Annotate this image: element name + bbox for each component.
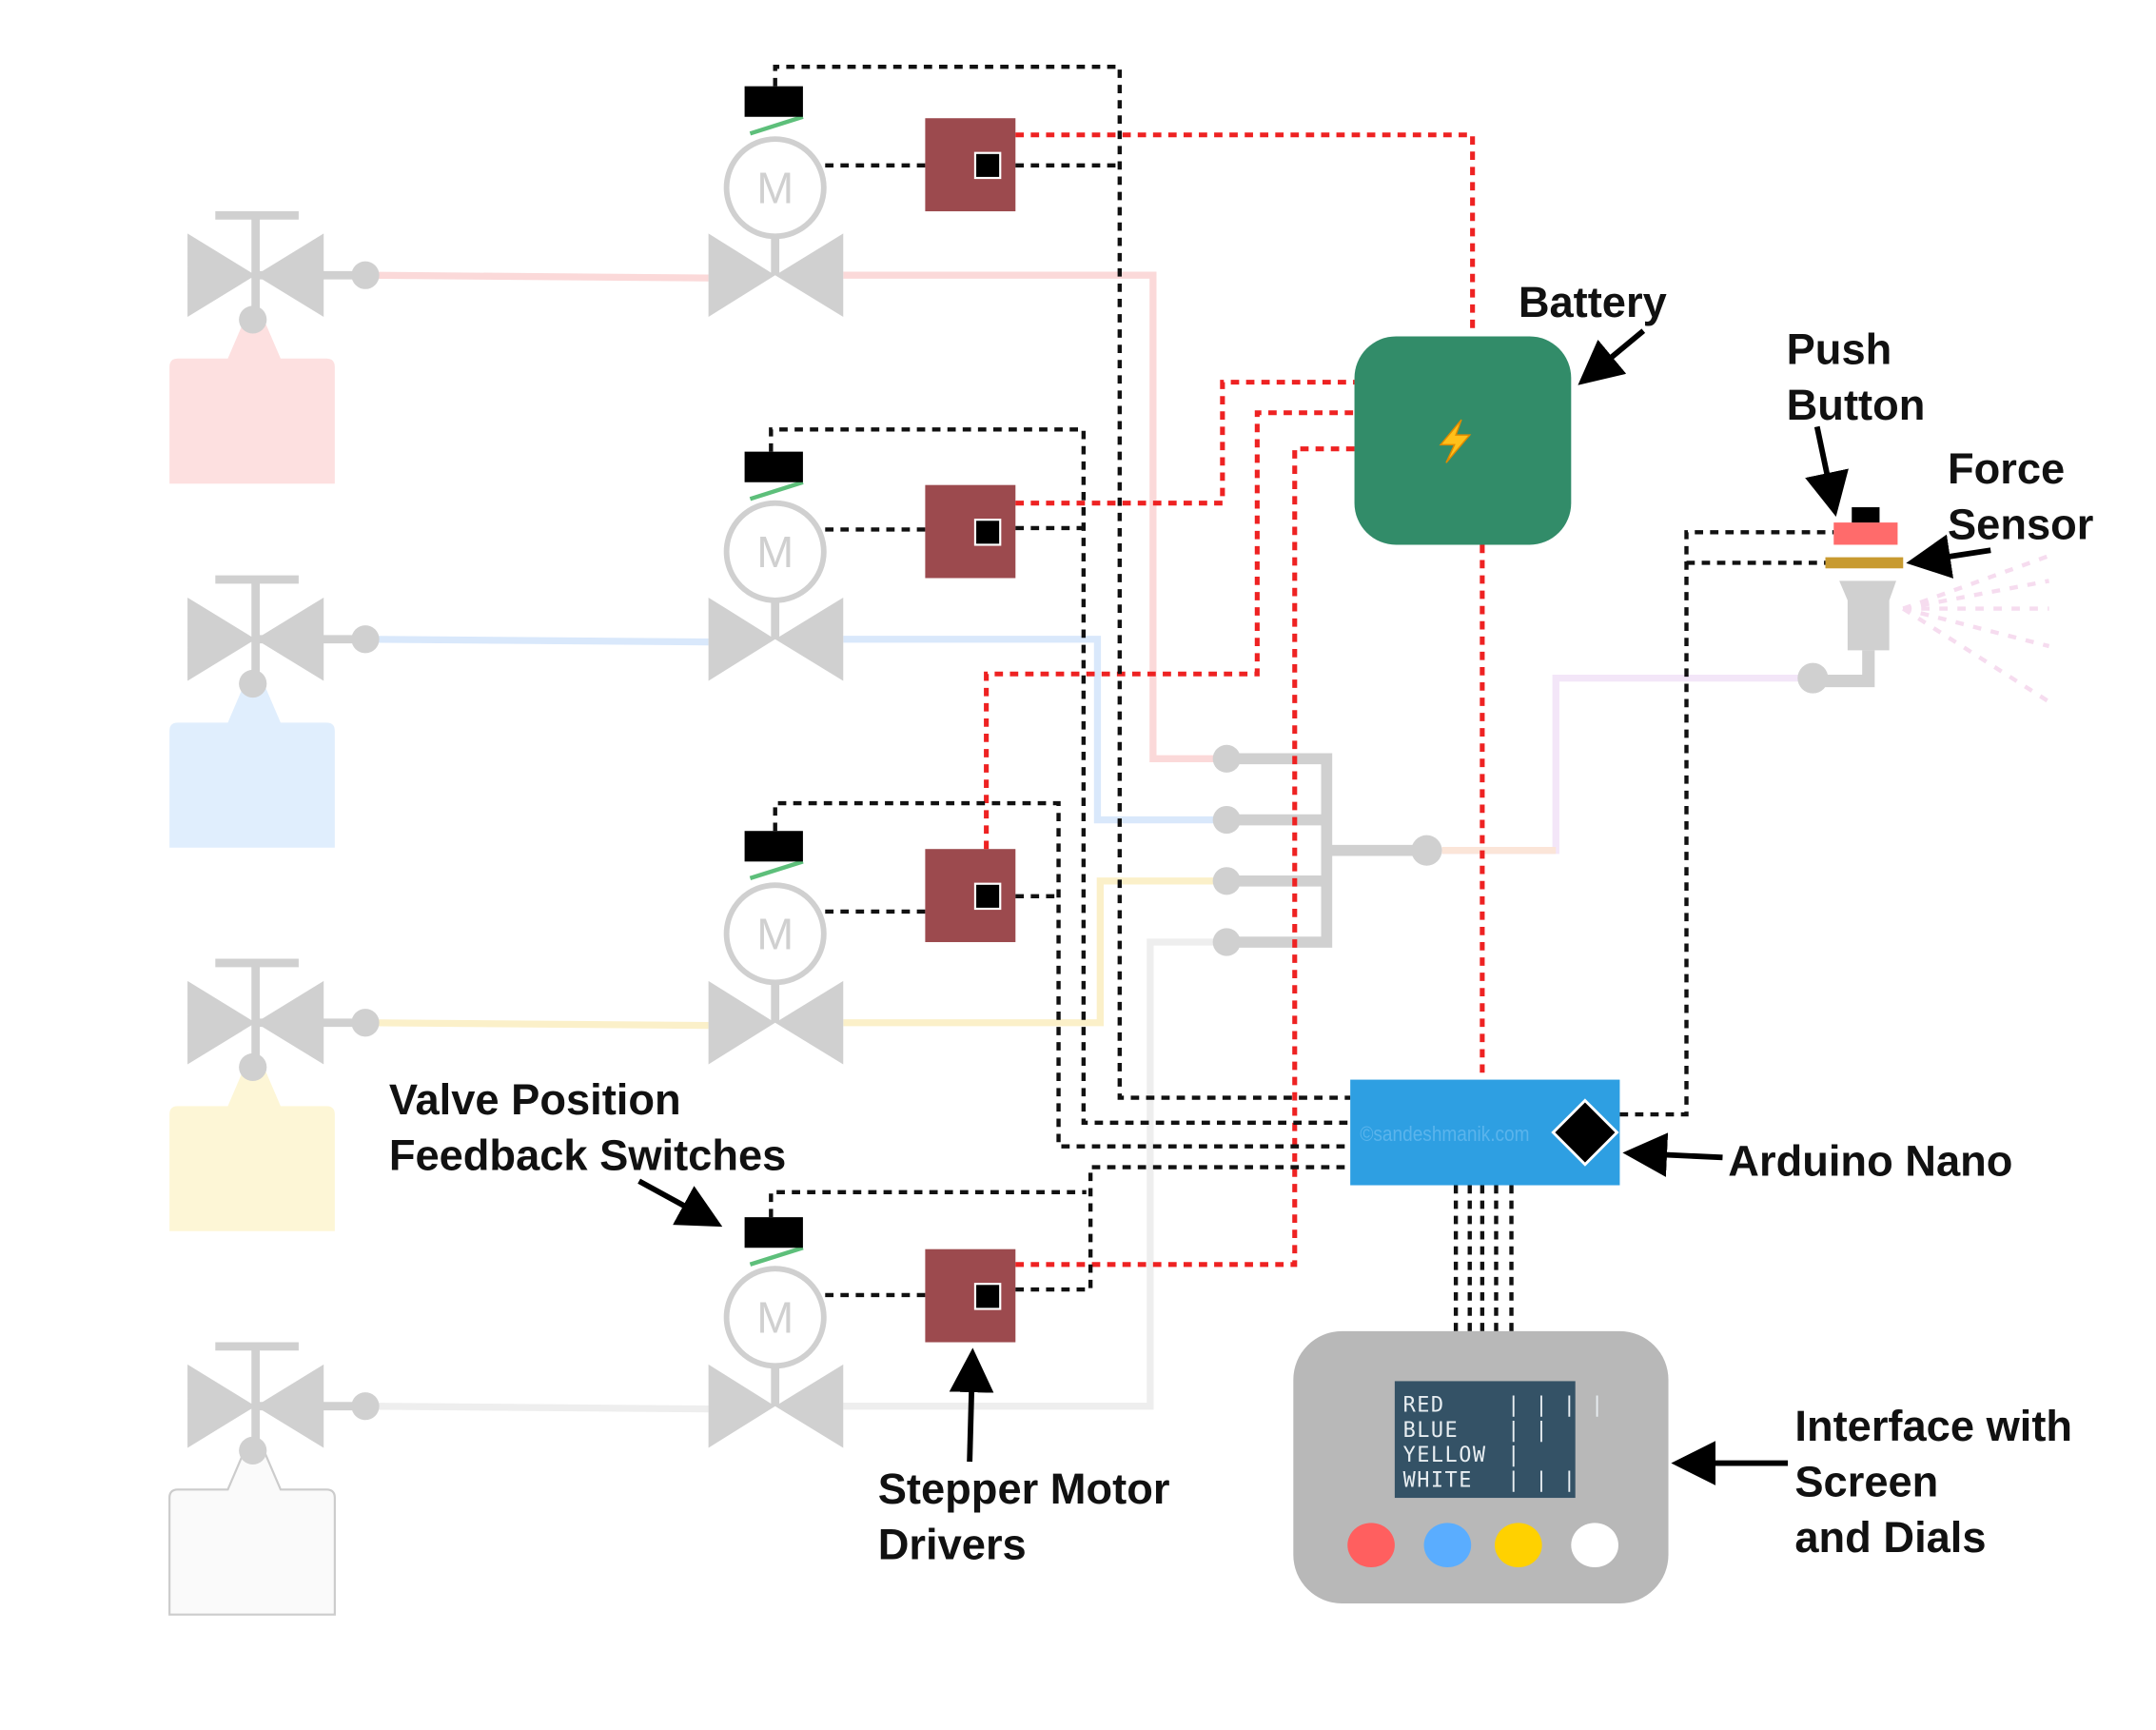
- valve-row-white: M: [168, 938, 1227, 1616]
- stepper-driver: [925, 1248, 1016, 1343]
- pipe: [843, 271, 1227, 762]
- signal-wires: [769, 65, 1834, 1331]
- interface-panel: RED| | | | BLUE| | YELLOW| WHITE| | |: [1293, 1330, 1669, 1604]
- power-wires: [984, 132, 1485, 1268]
- push-button[interactable]: [1833, 522, 1898, 545]
- manifold: [1212, 744, 1442, 956]
- pipe: [364, 1403, 709, 1413]
- pipe: [364, 636, 709, 646]
- stepper-motor: [723, 882, 827, 986]
- motor-label: M: [756, 1292, 794, 1342]
- screen-row-yellow: YELLOW|: [1403, 1444, 1521, 1467]
- battery: [1354, 336, 1572, 545]
- force-sensor: [1825, 557, 1904, 569]
- motor-label: M: [756, 163, 794, 212]
- feedback-switch: [744, 451, 803, 482]
- tank-blue: [169, 683, 335, 848]
- lcd-screen: [1394, 1381, 1576, 1499]
- screen-row-red: RED| | | |: [1403, 1394, 1605, 1418]
- feedback-switch: [744, 1217, 803, 1248]
- motor-label: M: [756, 909, 794, 958]
- stepper-driver: [925, 484, 1016, 579]
- push-button-cap: [1852, 507, 1880, 523]
- pipe: [364, 271, 709, 282]
- dial-yellow[interactable]: [1495, 1523, 1542, 1568]
- feedback-switch: [744, 86, 803, 117]
- valve-row-blue: M: [169, 451, 1227, 848]
- stepper-motor: [723, 136, 827, 240]
- stepper-driver: [925, 118, 1016, 212]
- stepper-motor: [723, 500, 827, 603]
- watermark: ©sandeshmanik.com: [1360, 1122, 1529, 1146]
- pipe: [364, 1019, 709, 1030]
- pipe: [843, 877, 1227, 1027]
- motor-label: M: [756, 527, 794, 577]
- label-battery: Battery: [1519, 278, 1667, 326]
- screen-row-white: WHITE| | |: [1403, 1468, 1578, 1492]
- label-arduino-nano: Arduino Nano: [1728, 1136, 2012, 1185]
- valve-row-yellow: M: [169, 831, 1227, 1231]
- screen-row-blue: BLUE| |: [1403, 1419, 1549, 1443]
- dial-white[interactable]: [1571, 1523, 1618, 1568]
- pipe: [843, 636, 1227, 824]
- dial-blue[interactable]: [1423, 1523, 1472, 1568]
- motorized-valve: [708, 233, 844, 318]
- dispenser-nozzle: [1797, 554, 2050, 704]
- stepper-motor: [723, 1266, 827, 1369]
- lightning-icon: [1439, 419, 1472, 463]
- pipe: [843, 938, 1227, 1410]
- tank-yellow: [169, 1067, 335, 1231]
- diamond-chip-icon: [1551, 1098, 1619, 1167]
- output-pipe: [1441, 674, 1807, 855]
- tank-red: [169, 319, 335, 484]
- stepper-driver: [925, 849, 1016, 943]
- tank-white: [168, 1449, 336, 1616]
- valve-row-red: M: [169, 86, 1227, 762]
- dial-red[interactable]: [1347, 1523, 1395, 1568]
- feedback-switch: [744, 831, 803, 862]
- arduino-nano: ©sandeshmanik.com: [1350, 1079, 1620, 1186]
